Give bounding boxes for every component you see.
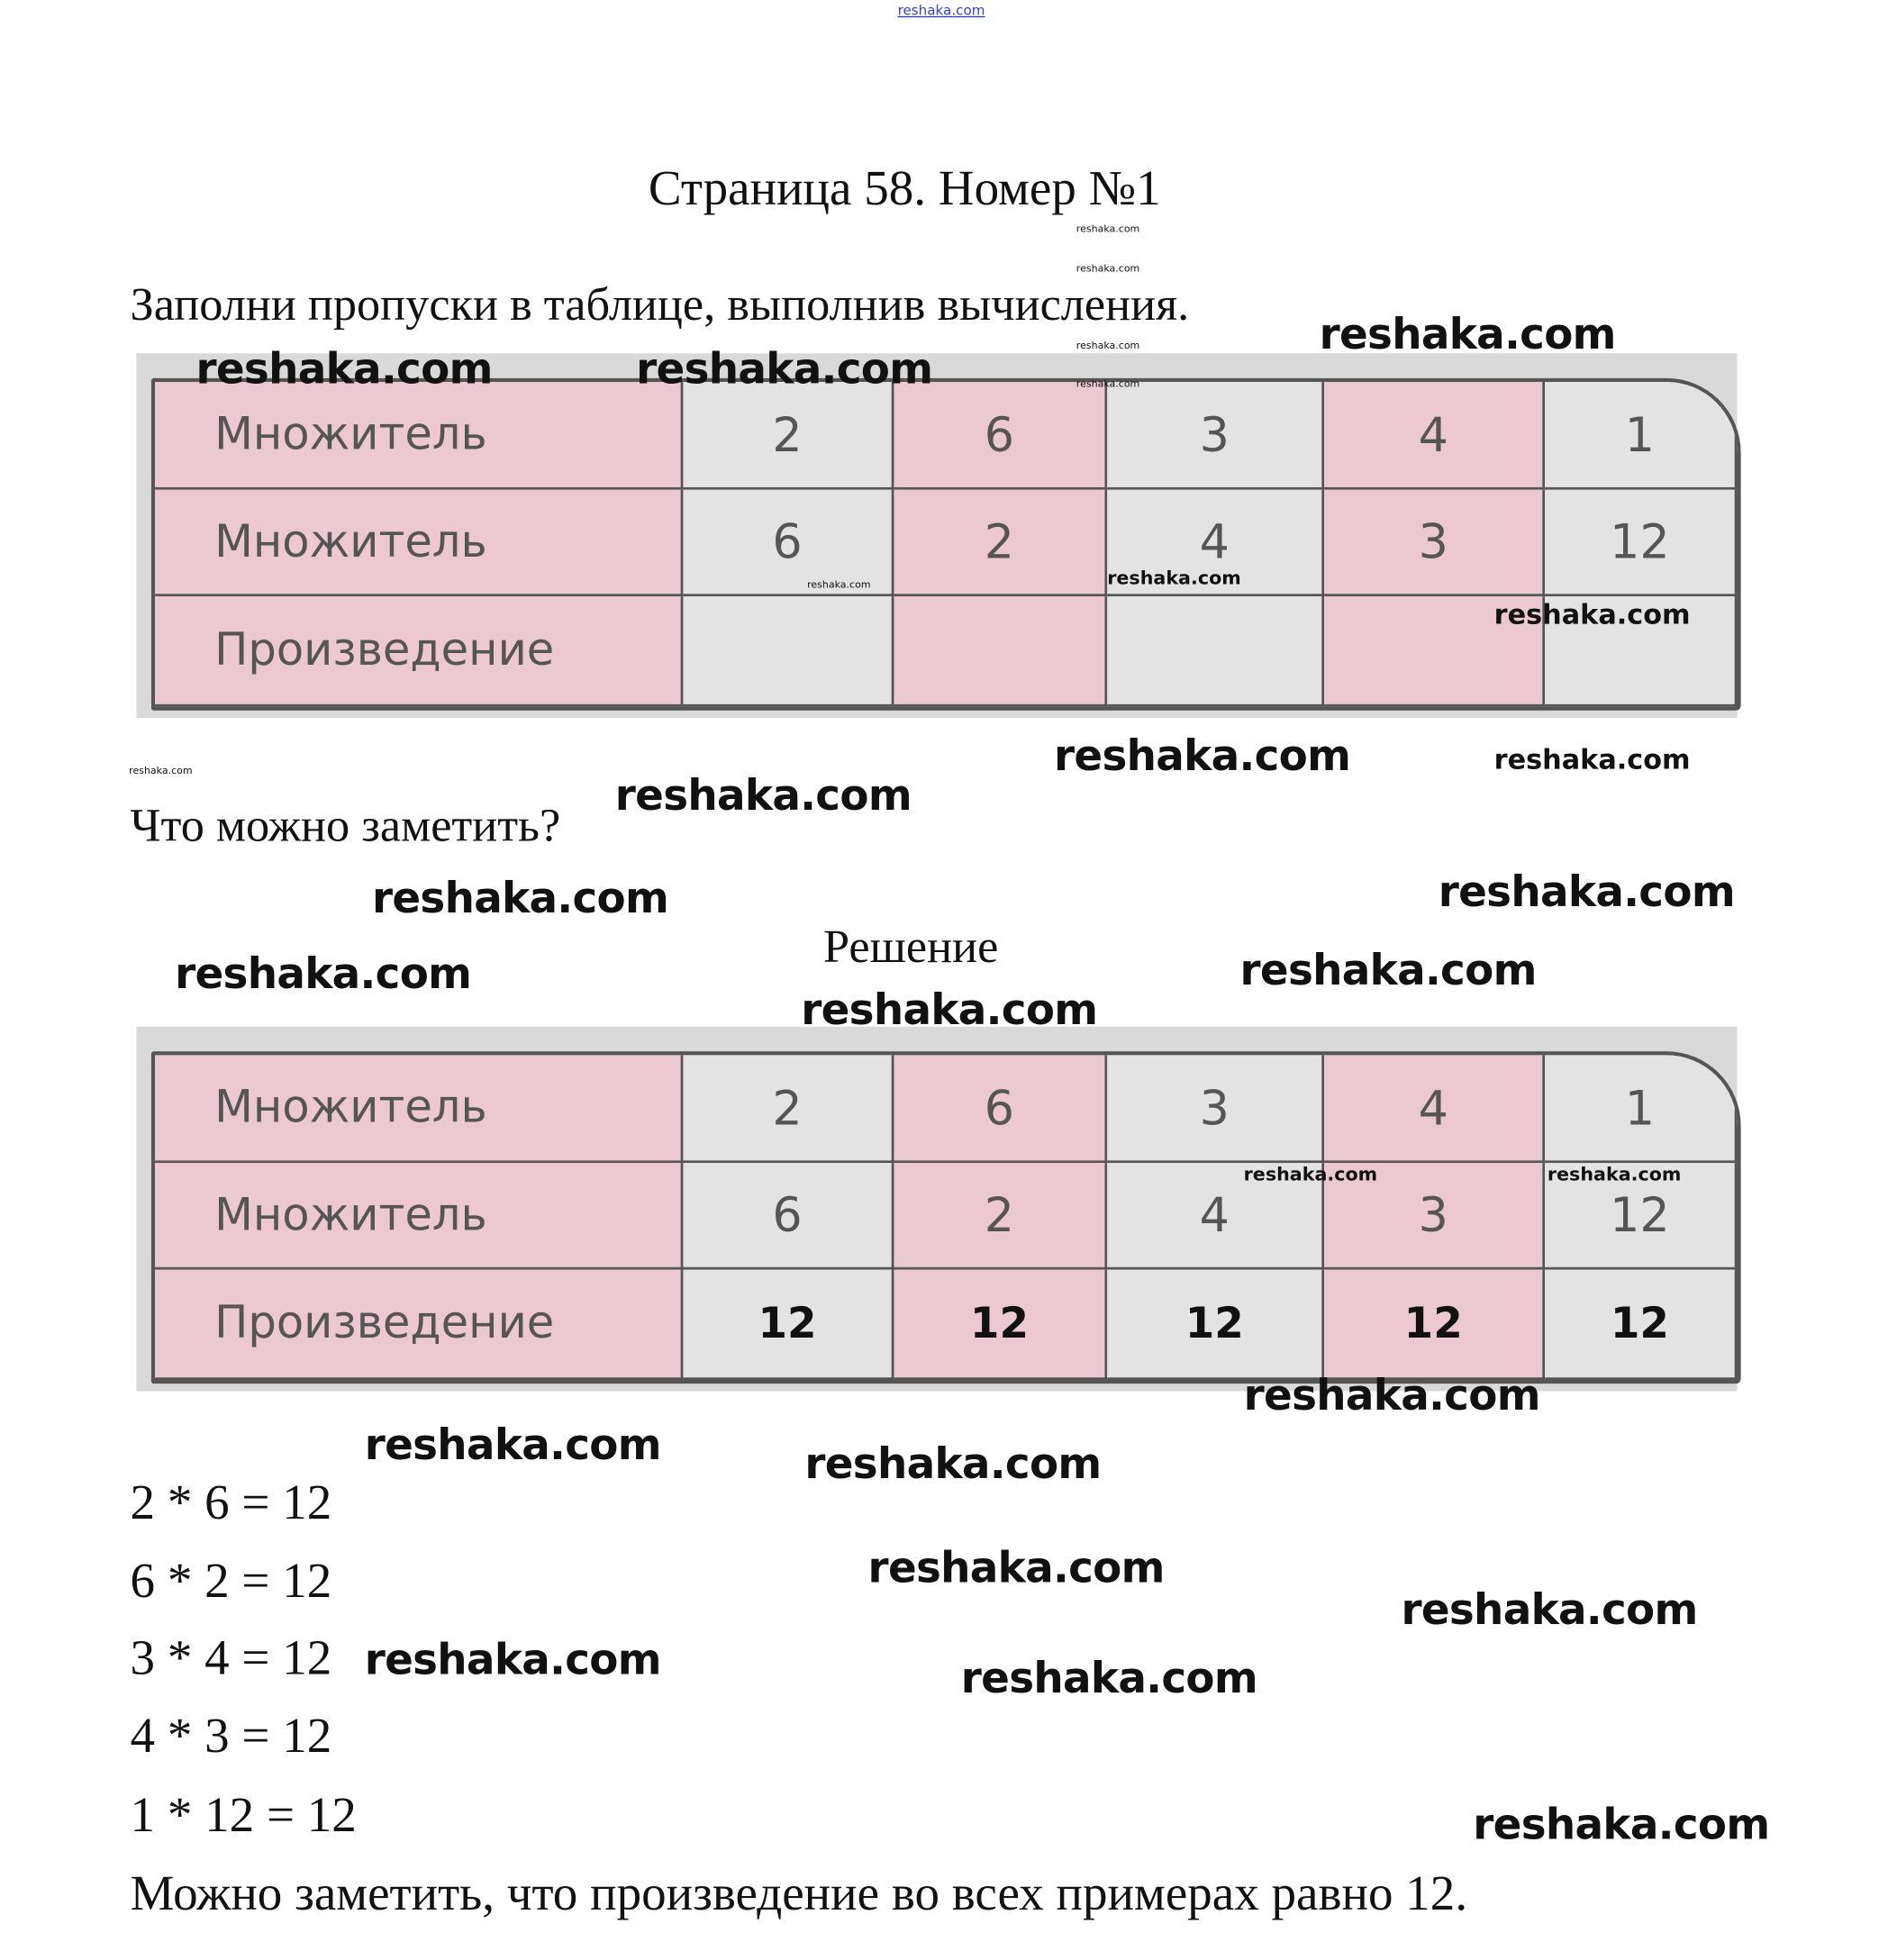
row-label: Множитель [155, 1055, 684, 1164]
equation: 1 * 12 = 12 [130, 1786, 357, 1843]
watermark: reshaka.com [129, 765, 193, 776]
watermark: reshaka.com [1239, 946, 1538, 996]
watermark: reshaka.com [371, 874, 669, 924]
row-label: Множитель [155, 381, 684, 490]
watermark: reshaka.com [1547, 1163, 1682, 1185]
row-label: Произведение [155, 596, 684, 707]
watermark: reshaka.com [636, 344, 933, 395]
watermark: reshaka.com [195, 344, 493, 395]
page-title: Страница 58. Номер №1 [648, 159, 1161, 216]
table-cell: 1 [1545, 1055, 1738, 1164]
table-cell: 6 [683, 489, 894, 597]
watermark: reshaka.com [1054, 731, 1351, 782]
watermark: reshaka.com [1493, 745, 1691, 776]
table-cell: 4 [1107, 1163, 1325, 1270]
table-cell: 12 [1545, 1269, 1738, 1381]
table-cell: 12 [1107, 1269, 1325, 1381]
watermark: reshaka.com [1107, 567, 1241, 589]
table-cell: 3 [1107, 381, 1325, 490]
watermark: reshaka.com [1076, 222, 1140, 235]
table-cell: 3 [1324, 489, 1546, 597]
table-cell: 4 [1324, 381, 1546, 490]
table-cell [1107, 596, 1325, 707]
table-cell [1324, 596, 1546, 707]
watermark: reshaka.com [804, 1439, 1102, 1490]
equation: 6 * 2 = 12 [130, 1552, 332, 1609]
table-cell: 4 [1324, 1055, 1546, 1164]
watermark: reshaka.com [364, 1635, 662, 1685]
table-cell: 12 [894, 1269, 1108, 1381]
table-cell [894, 596, 1108, 707]
watermark: reshaka.com [614, 771, 912, 821]
task-text: Заполни пропуски в таблице, выполнив выч… [130, 278, 1190, 331]
watermark: reshaka.com [1243, 1163, 1378, 1185]
watermark: reshaka.com [175, 949, 472, 1000]
table-cell: 6 [894, 381, 1108, 490]
watermark: reshaka.com [960, 1654, 1258, 1704]
equation: 2 * 6 = 12 [130, 1474, 332, 1530]
table-cell: 4 [1107, 489, 1325, 597]
watermark: reshaka.com [1076, 340, 1140, 351]
table-cell: 2 [683, 1055, 894, 1164]
watermark: reshaka.com [1076, 377, 1140, 390]
equation: 3 * 4 = 12 [130, 1629, 332, 1685]
table-cell: 2 [894, 1163, 1108, 1270]
solution-heading: Решение [822, 921, 999, 974]
table-cell: 3 [1324, 1163, 1546, 1270]
table-cell: 12 [1324, 1269, 1546, 1381]
table-cell: 2 [894, 489, 1108, 597]
watermark: reshaka.com [1076, 262, 1140, 275]
table-cell: 2 [683, 381, 894, 490]
watermark: reshaka.com [1319, 310, 1617, 360]
header-link[interactable]: reshaka.com [897, 2, 985, 19]
watermark: reshaka.com [807, 578, 871, 591]
watermark: reshaka.com [1493, 600, 1691, 631]
question-text: Что можно заметить? [130, 799, 561, 852]
table-cell [1545, 596, 1738, 707]
table-cell: 12 [1545, 489, 1738, 597]
table-cell: 6 [894, 1055, 1108, 1164]
table-cell: 12 [683, 1269, 894, 1381]
table-cell: 6 [683, 1163, 894, 1270]
row-label: Множитель [155, 489, 684, 597]
table-cell: 12 [1545, 1163, 1738, 1270]
conclusion-text: Можно заметить, что произведение во всех… [130, 1865, 1468, 1921]
equation: 4 * 3 = 12 [130, 1707, 332, 1764]
watermark: reshaka.com [1473, 1800, 1770, 1850]
watermark: reshaka.com [364, 1420, 662, 1471]
table-cell: 1 [1545, 381, 1738, 490]
watermark: reshaka.com [1438, 867, 1736, 918]
row-label: Множитель [155, 1163, 684, 1270]
table-cell: 3 [1107, 1055, 1325, 1164]
table-cell [683, 596, 894, 707]
watermark: reshaka.com [867, 1543, 1166, 1593]
watermark: reshaka.com [801, 985, 1098, 1036]
watermark: reshaka.com [1401, 1585, 1698, 1636]
row-label: Произведение [155, 1269, 684, 1381]
watermark: reshaka.com [1243, 1371, 1541, 1421]
